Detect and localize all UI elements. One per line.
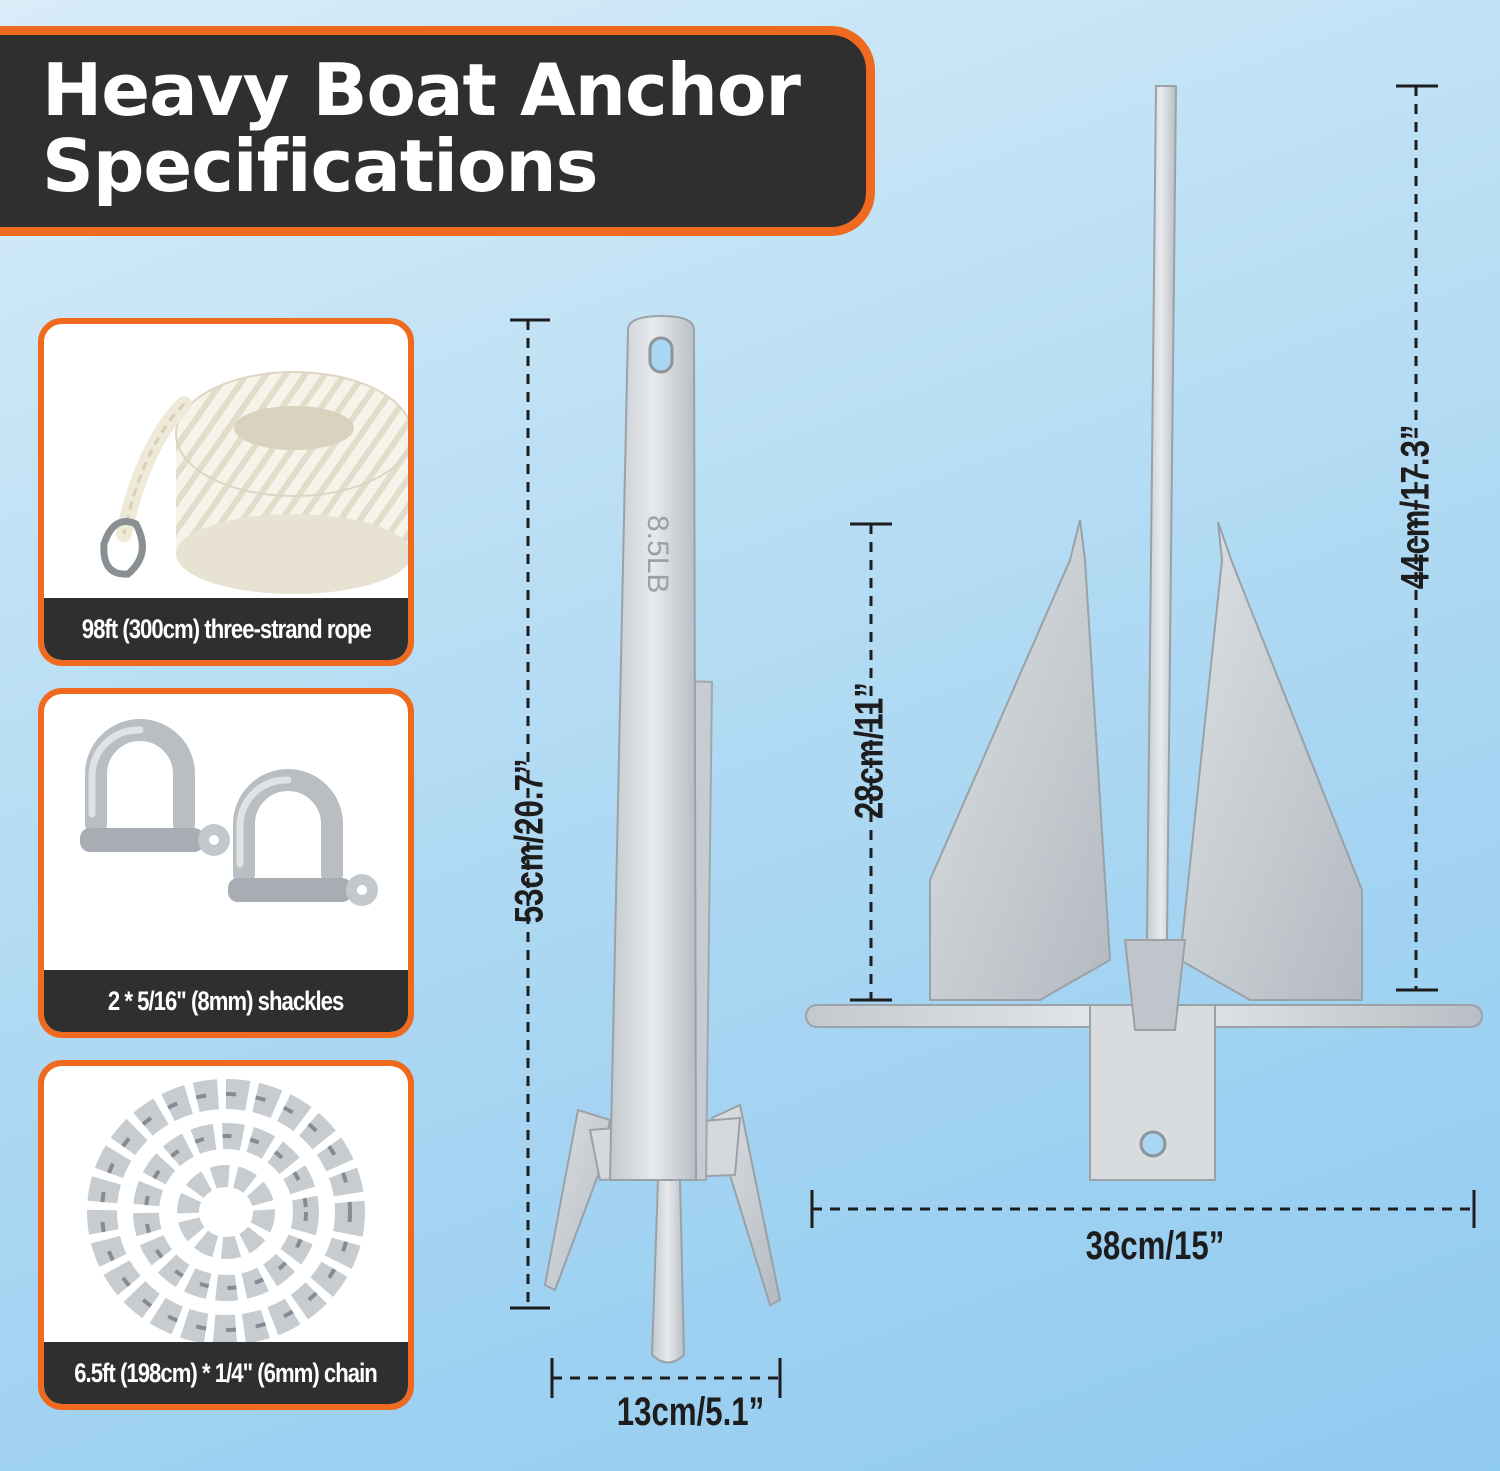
- anchor-weight-stamp: 8.5LB: [641, 515, 674, 593]
- anchor-side-view: 8.5LB: [543, 314, 782, 1364]
- chain-icon: [87, 1079, 365, 1345]
- accessory-caption-rope: 98ft (300cm) three-strand rope: [44, 598, 408, 660]
- dimension-total-height: 44cm/17.3”: [1393, 424, 1438, 589]
- anchor-front-view: [805, 85, 1483, 1181]
- rope-coil-icon: [100, 371, 408, 594]
- shackle-icon: [80, 719, 378, 906]
- accessory-caption-chain: 6.5ft (198cm) * 1/4" (6mm) chain: [44, 1342, 408, 1404]
- title-banner: [0, 26, 875, 236]
- title-line-1: Heavy Boat Anchor: [42, 48, 801, 132]
- dimension-side-height: 53cm/20.7”: [507, 758, 552, 923]
- accessory-card-shackles: 2 * 5/16" (8mm) shackles: [38, 688, 414, 1038]
- accessory-card-chain: 6.5ft (198cm) * 1/4" (6mm) chain: [38, 1060, 414, 1410]
- page-title: Heavy Boat Anchor Specifications: [42, 52, 801, 204]
- accessory-card-rope: 98ft (300cm) three-strand rope: [38, 318, 414, 666]
- title-line-2: Specifications: [42, 124, 599, 208]
- dimension-fluke-height: 28cm/11”: [847, 681, 892, 820]
- dimension-lines: [510, 84, 1476, 1398]
- dimension-stock-width: 38cm/15”: [1085, 1224, 1225, 1268]
- dimension-side-width: 13cm/5.1”: [617, 1390, 765, 1434]
- accessory-caption-shackles: 2 * 5/16" (8mm) shackles: [44, 970, 408, 1032]
